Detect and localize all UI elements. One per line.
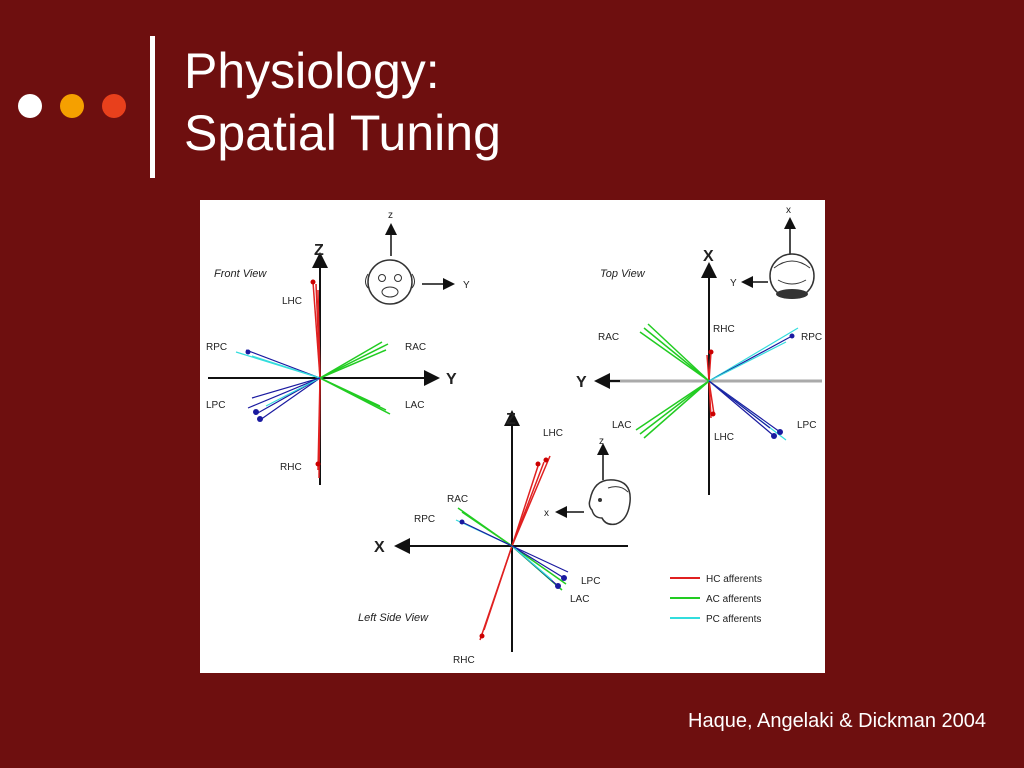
title-line-2: Spatial Tuning <box>184 105 501 161</box>
front-rhc-label: RHC <box>280 462 302 473</box>
side-rpc-label: RPC <box>414 514 435 525</box>
top-view-caption: Top View <box>600 268 646 280</box>
side-lpc-label: LPC <box>581 576 600 587</box>
spatial-tuning-figure: Front View Z Y <box>200 200 825 673</box>
front-inset-z: z <box>388 210 393 221</box>
slide-title: Physiology: Spatial Tuning <box>184 40 501 164</box>
legend-ac-label: AC afferents <box>706 594 761 605</box>
top-inset-x: x <box>786 205 791 216</box>
top-rac-label: RAC <box>598 332 619 343</box>
top-view-panel: Top View X Y <box>576 205 822 495</box>
top-monkey-inset: x Y <box>730 205 815 299</box>
bullet-dots <box>18 94 126 118</box>
title-divider <box>150 36 155 178</box>
side-monkey-inset: z x <box>544 436 631 526</box>
top-lac-label: LAC <box>612 420 631 431</box>
front-rac-label: RAC <box>405 342 426 353</box>
side-z-label: Z <box>506 411 516 428</box>
front-inset-y: Y <box>463 280 470 291</box>
title-line-1: Physiology: <box>184 43 440 99</box>
side-rac-label: RAC <box>447 494 468 505</box>
citation: Haque, Angelaki & Dickman 2004 <box>688 710 986 732</box>
top-rpc-label: RPC <box>801 332 822 343</box>
side-inset-x: x <box>544 508 549 519</box>
front-hc-vectors <box>312 281 321 479</box>
side-hc-vectors <box>479 455 551 641</box>
top-y-label: Y <box>576 374 587 391</box>
front-ac-vectors <box>319 341 391 415</box>
top-lhc-label: LHC <box>714 432 734 443</box>
front-view-caption: Front View <box>214 268 267 280</box>
white-dot <box>18 94 42 118</box>
figure-svg: Front View Z Y <box>206 205 822 666</box>
front-y-label: Y <box>446 371 457 388</box>
side-x-label: X <box>374 539 385 556</box>
legend: HC afferents AC afferents PC afferents <box>670 574 762 625</box>
front-rpc-label: RPC <box>206 342 227 353</box>
side-lac-label: LAC <box>570 594 589 605</box>
top-inset-y: Y <box>730 278 737 289</box>
side-lhc-label: LHC <box>543 428 563 439</box>
red-dot <box>102 94 126 118</box>
front-view-panel: Front View Z Y <box>206 210 470 485</box>
top-lpc-label: LPC <box>797 420 816 431</box>
orange-dot <box>60 94 84 118</box>
front-monkey-inset: z Y <box>365 210 470 305</box>
front-pc-vectors <box>235 349 321 421</box>
front-lac-label: LAC <box>405 400 424 411</box>
front-z-label: Z <box>314 242 324 259</box>
legend-hc-label: HC afferents <box>706 574 762 585</box>
side-rhc-label: RHC <box>453 655 475 666</box>
side-view-panel: Left Side View Z X <box>358 410 631 666</box>
top-rhc-label: RHC <box>713 324 735 335</box>
front-lpc-label: LPC <box>206 400 225 411</box>
top-x-label: X <box>703 248 714 265</box>
top-hc-vectors <box>706 351 715 419</box>
side-inset-z: z <box>599 436 604 447</box>
top-ac-vectors <box>635 323 710 439</box>
monkey-face-icon <box>367 259 413 305</box>
monkey-profile-icon <box>588 479 631 526</box>
side-pc-vectors <box>455 519 569 587</box>
legend-pc-label: PC afferents <box>706 614 761 625</box>
side-view-caption: Left Side View <box>358 612 429 624</box>
front-lhc-label: LHC <box>282 296 302 307</box>
top-pc-vectors <box>708 327 799 441</box>
